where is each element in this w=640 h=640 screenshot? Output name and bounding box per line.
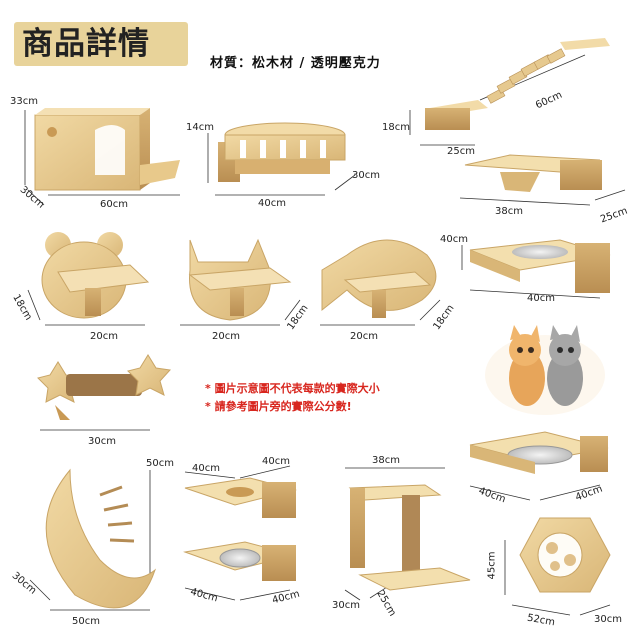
dim-fish-width: 20cm xyxy=(350,331,378,342)
dim-box-width: 60cm xyxy=(100,199,128,210)
dim-post-depth: 30cm xyxy=(332,600,360,611)
dim-round-width: 40cm xyxy=(258,198,286,209)
dim-box-height: 33cm xyxy=(10,96,38,107)
dim-hole-width-1: 40cm xyxy=(192,463,220,474)
box-house xyxy=(34,108,180,191)
dim-cat-width: 20cm xyxy=(212,331,240,342)
material-text: 材質：松木材 / 透明壓克力 xyxy=(210,56,381,71)
dim-bowl-width: 40cm xyxy=(527,293,555,304)
acrylic-bowl-shelf xyxy=(469,431,609,474)
cat-shelf xyxy=(188,238,292,321)
dim-bowl-height: 40cm xyxy=(440,234,468,245)
dim-hole-width-2: 40cm xyxy=(262,456,290,467)
note-line-1: * 圖片示意圖不代表每款的實際大小 xyxy=(205,382,380,395)
dim-ladder-platform: 25cm xyxy=(447,146,475,157)
dim-ladder-height: 18cm xyxy=(382,122,410,133)
dim-bear-width: 20cm xyxy=(90,331,118,342)
page-title: 商品詳情 xyxy=(22,26,150,62)
dimension-lines xyxy=(24,54,626,616)
fish-shelf xyxy=(321,239,437,318)
note-line-2: * 請參考圖片旁的實際公分數! xyxy=(205,400,352,413)
title-banner xyxy=(14,22,188,66)
wall-shelf xyxy=(464,154,602,192)
kittens-photo xyxy=(485,325,605,415)
moon-house xyxy=(45,468,157,609)
dim-hex-depth: 30cm xyxy=(594,614,622,625)
dim-round-depth: 30cm xyxy=(352,170,380,181)
ladder-bridge xyxy=(425,38,610,130)
scratching-post xyxy=(348,484,471,591)
dim-round-height: 14cm xyxy=(186,122,214,133)
dim-hex-height: 45cm xyxy=(486,551,498,580)
dim-shelf-width: 38cm xyxy=(495,206,523,217)
star-scratcher xyxy=(37,354,172,420)
bowl-shelf xyxy=(469,239,611,293)
dim-moon-width: 50cm xyxy=(72,616,100,627)
hole-shelves xyxy=(183,477,297,581)
round-bed xyxy=(218,122,346,182)
hexagon-house xyxy=(519,517,611,593)
dim-moon-height: 50cm xyxy=(146,458,174,469)
dim-post-width: 38cm xyxy=(372,455,400,466)
dim-star-width: 30cm xyxy=(88,436,116,447)
bear-shelf xyxy=(41,232,150,319)
